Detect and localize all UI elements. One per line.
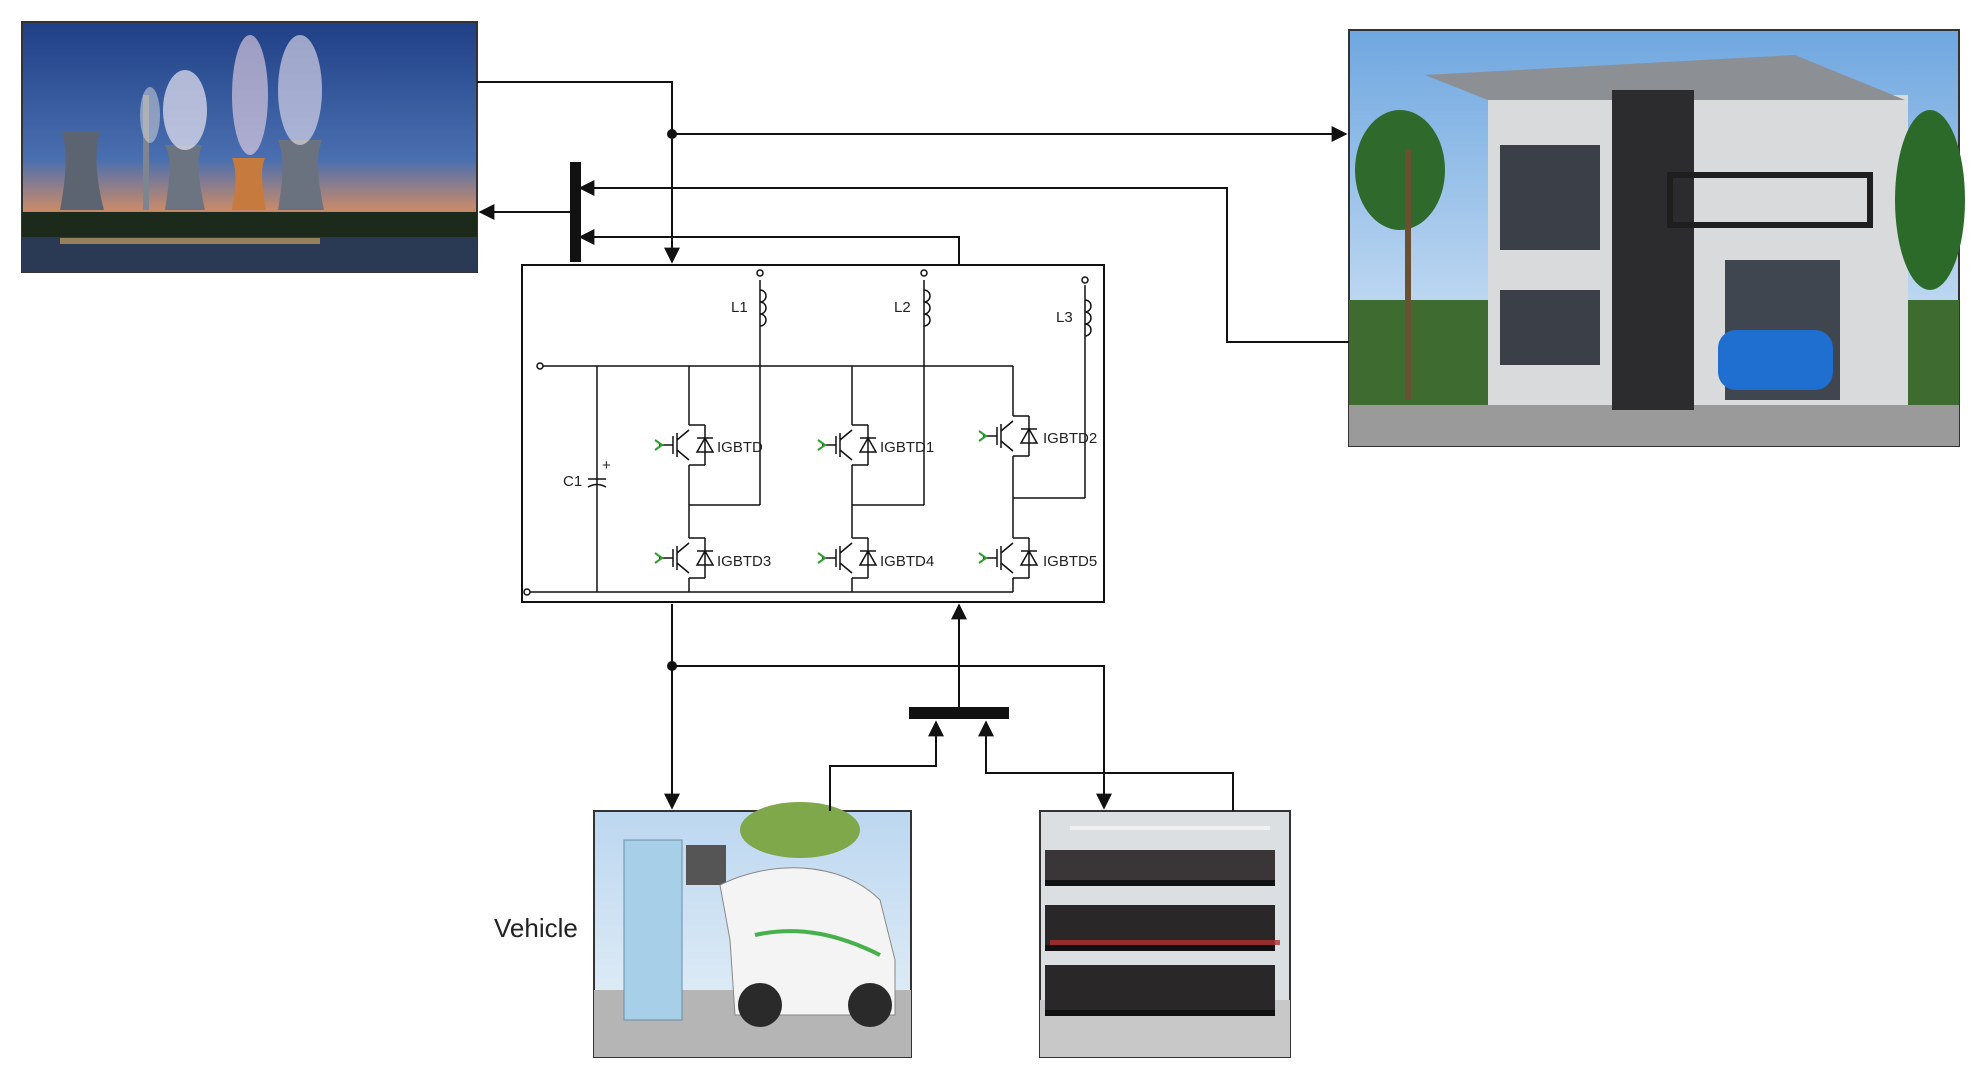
igbt-symbol-igbtd1 (817, 424, 878, 466)
capacitor-plus: + (602, 457, 611, 474)
label-l3: L3 (1056, 309, 1073, 326)
inductor-l2 (920, 269, 931, 327)
label-c1: C1 (563, 473, 582, 490)
inductor-l3 (1081, 276, 1092, 337)
inductor-l1 (756, 269, 767, 327)
label-igbtd5: IGBTD5 (1043, 553, 1097, 570)
igbt-switches (654, 415, 1039, 579)
power-plant-image (21, 21, 478, 273)
junction-top (667, 129, 677, 139)
junction-bottom (667, 661, 677, 671)
vehicle-charging-image (593, 802, 912, 1058)
igbt-symbol-igbtd2 (978, 415, 1039, 457)
battery-storage-image (1039, 810, 1291, 1058)
vehicle-label: Vehicle (494, 913, 578, 943)
mux-bar-lower (909, 707, 1009, 719)
house-image (1348, 29, 1965, 447)
igbt-symbol-igbtd (654, 424, 715, 466)
mux-bar-upper (570, 162, 581, 262)
igbt-symbol-igbtd5 (978, 537, 1039, 579)
label-igbtd2: IGBTD2 (1043, 430, 1097, 447)
igbt-symbol-igbtd4 (817, 537, 878, 579)
igbt-symbol-igbtd3 (654, 537, 715, 579)
connections (477, 81, 1349, 811)
label-igbtd4: IGBTD4 (880, 553, 934, 570)
label-igbtd: IGBTD (717, 439, 763, 456)
label-igbtd1: IGBTD1 (880, 439, 934, 456)
label-l2: L2 (894, 299, 911, 316)
label-l1: L1 (731, 299, 748, 316)
label-igbtd3: IGBTD3 (717, 553, 771, 570)
